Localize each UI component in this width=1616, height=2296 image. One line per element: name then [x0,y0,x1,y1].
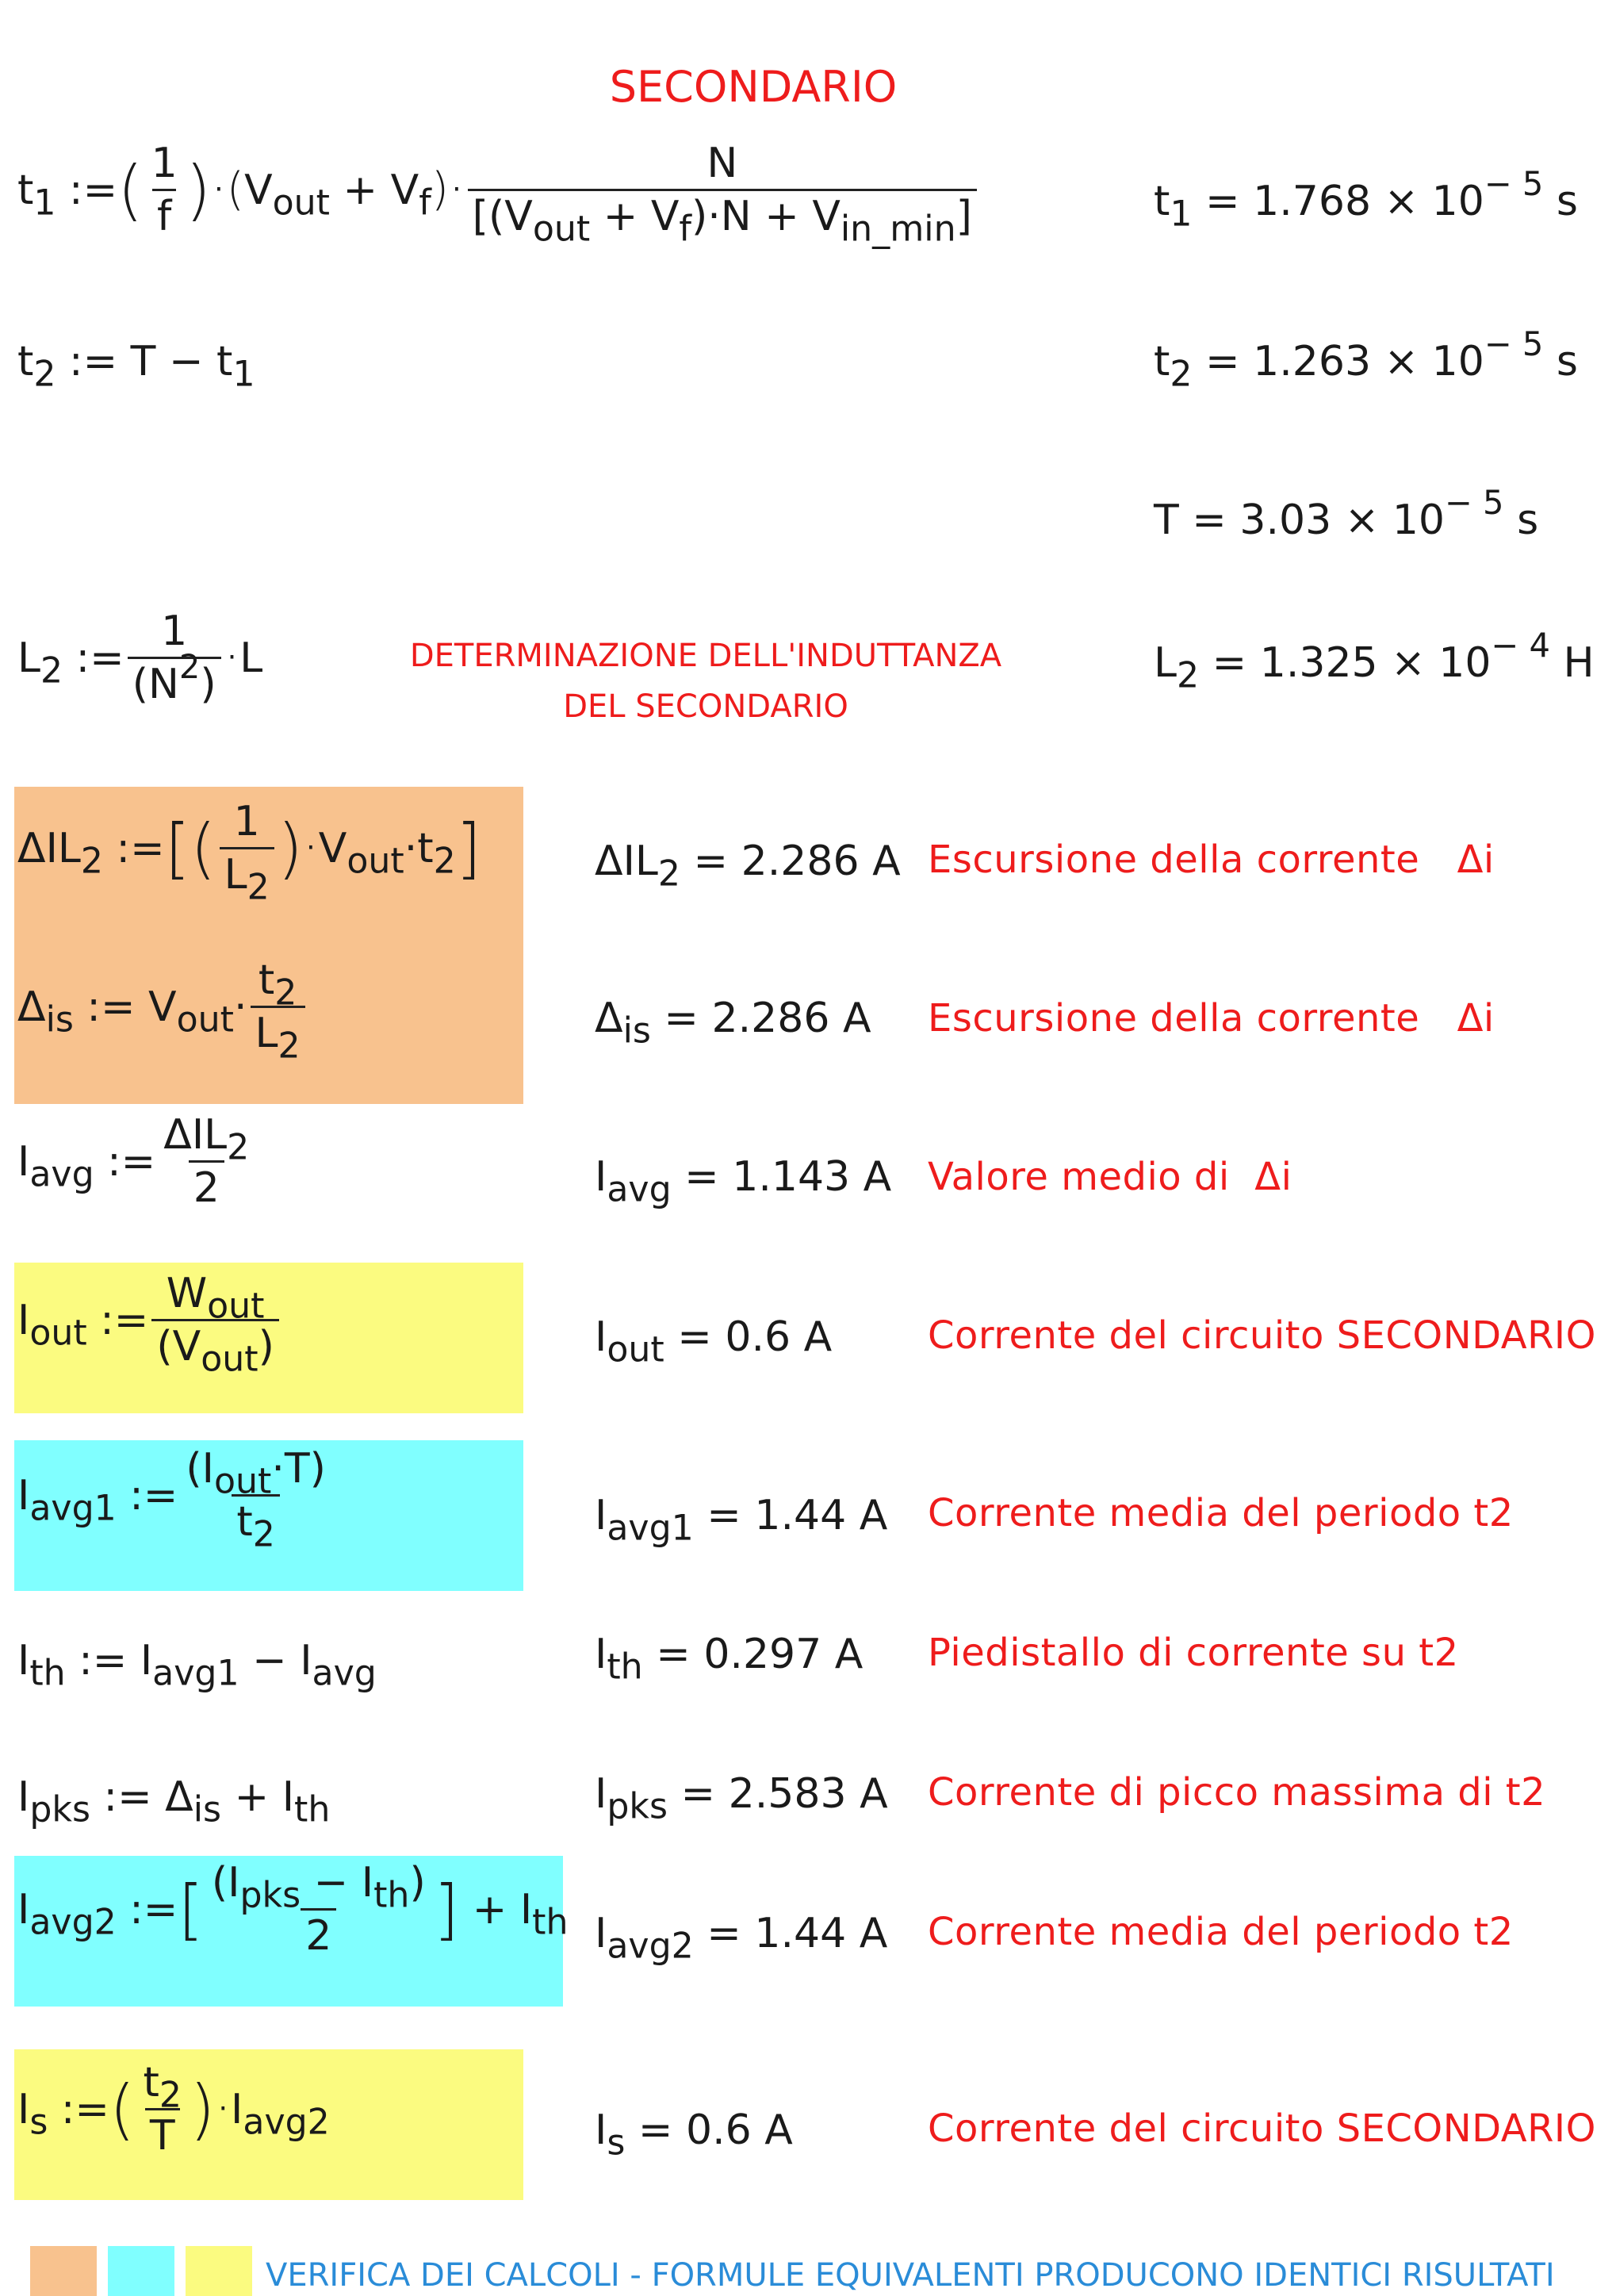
Iavg-result: Iavg = 1.143 A [595,1153,892,1210]
section-title: DETERMINAZIONE DELL'INDUTTANZA DEL SECON… [409,638,1002,725]
dIL2-comment: Escursione della corrente Δi [928,838,1495,882]
legend-text: VERIFICA DEI CALCOLI - FORMULE EQUIVALEN… [266,2257,1555,2294]
Ith-comment: Piedistallo di corrente su t2 [928,1631,1459,1675]
cyan-box-1 [14,1440,523,1591]
T-result: T = 3.03 × 10− 5 s [1154,483,1539,544]
Iavg2-result: Iavg2 = 1.44 A [595,1910,888,1967]
legend-swatch-cyan [108,2246,174,2296]
Iavg1-result: Iavg1 = 1.44 A [595,1492,888,1549]
Iavg2-comment: Corrente media del periodo t2 [928,1910,1514,1954]
yellow-box-2 [14,2049,523,2200]
Iavg1-comment: Corrente media del periodo t2 [928,1491,1514,1535]
legend-swatch-orange [30,2246,97,2296]
dis-comment: Escursione della corrente Δi [928,996,1495,1041]
page-title: SECONDARIO [609,62,898,112]
Iout-result: Iout = 0.6 A [595,1313,833,1370]
dIL2-result: ΔIL2 = 2.286 A [595,838,901,895]
Is-comment: Corrente del circuito SECONDARIO [928,2106,1596,2151]
dis-result: Δis = 2.286 A [595,995,871,1052]
Ith-result: Ith = 0.297 A [595,1631,864,1688]
t2-definition: t2 := T − t1 [17,338,255,395]
t1-result: t1 = 1.768 × 10− 5 s [1154,164,1578,235]
Iavg2-definition: Iavg2 := [(Ipks − Ith)2] + Ith [17,1859,569,1960]
Is-result: Is = 0.6 A [595,2106,793,2164]
L2-definition: L2 := 1(N2)·L [17,608,263,708]
Iavg1-definition: Iavg1 := (Iout·T)t2 [17,1445,326,1555]
Iout-definition: Iout := Wout(Vout) [17,1273,282,1377]
Ipks-definition: Ipks := Δis + Ith [17,1773,331,1830]
L2-result: L2 = 1.325 × 10− 4 H [1154,626,1595,696]
yellow-box-1 [14,1263,523,1413]
Ipks-comment: Corrente di picco massima di t2 [928,1770,1546,1815]
Iout-comment: Corrente del circuito SECONDARIO [928,1313,1596,1358]
legend-swatch-yellow [186,2246,252,2296]
orange-box [14,787,523,1104]
cyan-box-2 [14,1856,563,2007]
Ith-definition: Ith := Iavg1 − Iavg [17,1637,377,1694]
t2-result: t2 = 1.263 × 10− 5 s [1154,324,1578,395]
Iavg-comment: Valore medio di Δi [928,1155,1292,1199]
Ipks-result: Ipks = 2.583 A [595,1770,888,1827]
